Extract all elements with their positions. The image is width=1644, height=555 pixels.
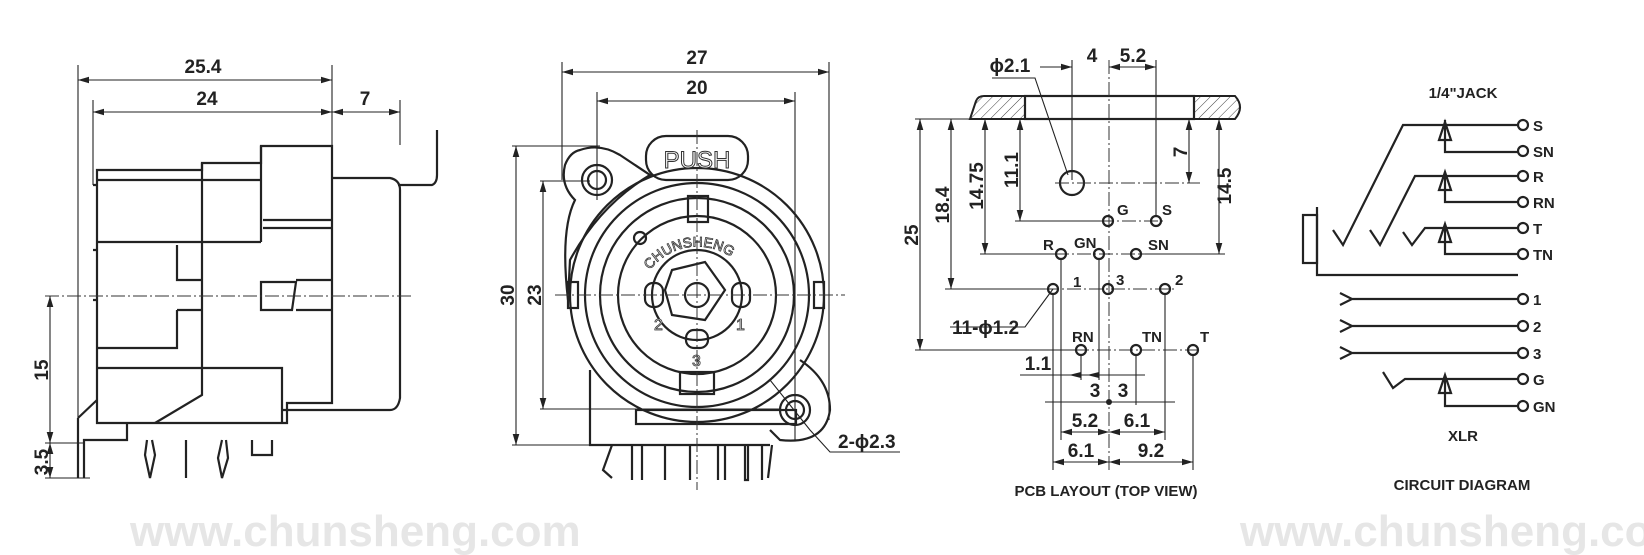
terminal-RN: RN — [1533, 195, 1555, 212]
dim-h6-1-left: 6.1 — [1068, 441, 1095, 462]
dim-front: 7 — [360, 89, 371, 110]
pin-label-GN: GN — [1074, 235, 1097, 252]
side-view: 25.4 24 7 15 3.5 — [32, 57, 439, 479]
mount-hole — [580, 163, 614, 197]
dim-v11: 11.1 — [1002, 152, 1023, 188]
pin-label-RN: RN — [1072, 329, 1094, 346]
dim-v14-75: 14.75 — [967, 162, 988, 210]
dim-pin-length: 3.5 — [32, 448, 53, 475]
dim-body-length: 24 — [196, 89, 218, 110]
dim-pin-holes: 11-ϕ1.2 — [952, 318, 1019, 339]
terminal-R: R — [1533, 169, 1544, 186]
dim-h3-a: 3 — [1090, 381, 1101, 402]
circuit-diagram: 1/4"JACK S SN R RN T TN 1 2 3 G GN XLR C… — [1301, 85, 1556, 494]
terminal-G: G — [1533, 372, 1545, 389]
terminal-3: 3 — [1533, 346, 1541, 363]
terminal-2: 2 — [1533, 319, 1541, 336]
pin-label-SN: SN — [1148, 237, 1169, 254]
dim-center-height: 15 — [32, 359, 53, 381]
pin-label-TN: TN — [1142, 329, 1162, 346]
pin-label-T: T — [1200, 329, 1209, 346]
dim-v7: 7 — [1171, 147, 1192, 158]
watermark: www.chunsheng.com — [1239, 507, 1644, 555]
pin-label-G: G — [1117, 202, 1129, 219]
terminal-S: S — [1533, 118, 1543, 135]
pin-label-3: 3 — [1116, 272, 1124, 289]
dim-hole-spacing-h: 20 — [686, 78, 707, 99]
pin-1-label: 1 — [736, 317, 745, 334]
terminal-SN: SN — [1533, 144, 1554, 161]
dim-h1-1: 1.1 — [1025, 354, 1052, 375]
front-view: 27 20 PUSH CHUNSHENG 2 1 3 30 23 2-ϕ2.3 — [498, 48, 900, 490]
circuit-terminals — [1516, 118, 1530, 413]
terminal-GN: GN — [1533, 399, 1556, 416]
dim-v14-5: 14.5 — [1215, 167, 1236, 204]
dim-v18: 18.4 — [933, 186, 954, 223]
pin-label-1: 1 — [1073, 274, 1081, 291]
dim-hole-spacing-v: 23 — [525, 284, 546, 305]
dim-h3-b: 3 — [1118, 381, 1129, 402]
terminal-T: T — [1533, 221, 1542, 238]
pin-label-S: S — [1162, 202, 1172, 219]
watermark: www.chunsheng.com — [129, 507, 581, 555]
dim-top-b: 5.2 — [1120, 46, 1146, 67]
terminal-TN: TN — [1533, 247, 1553, 264]
circuit-diagram-title: CIRCUIT DIAGRAM — [1394, 477, 1531, 494]
pcb-layout-title: PCB LAYOUT (TOP VIEW) — [1014, 483, 1197, 500]
dim-flange-width: 27 — [686, 48, 707, 69]
jack-label: 1/4"JACK — [1429, 85, 1498, 102]
dim-v25: 25 — [902, 224, 923, 246]
pcb-layout: 4 5.2 ϕ2.1 25 18.4 14.75 11.1 7 14.5 G S… — [902, 46, 1241, 500]
dim-h9-2: 9.2 — [1138, 441, 1164, 462]
pin-label-2: 2 — [1175, 272, 1183, 289]
xlr-label: XLR — [1448, 428, 1478, 445]
dim-top-a: 4 — [1087, 46, 1098, 67]
dim-mount-holes: 2-ϕ2.3 — [838, 432, 896, 453]
terminal-1: 1 — [1533, 292, 1541, 309]
dim-h6-1-right: 6.1 — [1124, 411, 1151, 432]
pin-2-label: 2 — [654, 317, 663, 334]
dim-hole-diameter: ϕ2.1 — [990, 56, 1031, 77]
dim-overall-length: 25.4 — [185, 57, 222, 78]
dim-h5-2: 5.2 — [1072, 411, 1098, 432]
dim-flange-height: 30 — [498, 284, 519, 305]
pin-label-R: R — [1043, 237, 1054, 254]
watermarks: www.chunsheng.com www.chunsheng.com — [129, 507, 1644, 555]
